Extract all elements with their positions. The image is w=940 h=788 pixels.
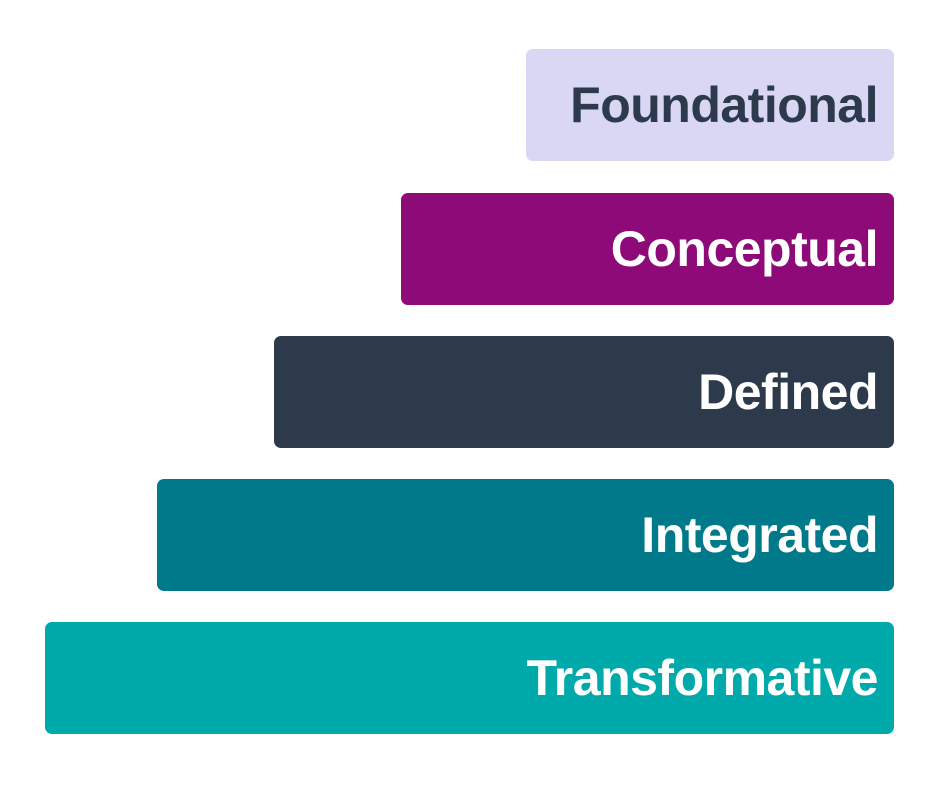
level-defined: Defined: [274, 336, 894, 448]
level-label: Foundational: [570, 77, 878, 133]
level-label: Transformative: [526, 650, 879, 706]
level-conceptual: Conceptual: [401, 193, 894, 305]
level-label: Defined: [698, 364, 878, 420]
level-transformative: Transformative: [45, 622, 894, 734]
level-integrated: Integrated: [157, 479, 894, 591]
level-foundational: Foundational: [526, 49, 894, 161]
level-label: Conceptual: [610, 221, 879, 277]
level-label: Integrated: [641, 507, 878, 563]
